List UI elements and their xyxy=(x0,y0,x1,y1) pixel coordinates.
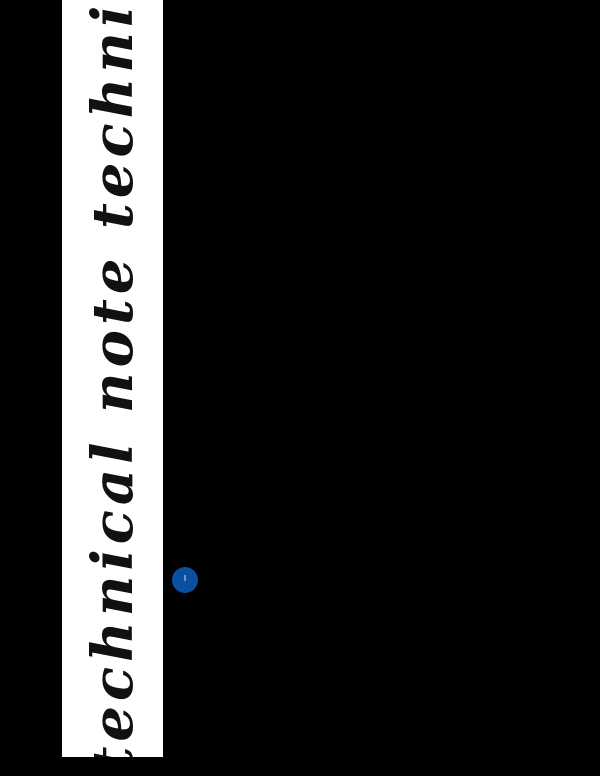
dot-mark xyxy=(184,575,186,581)
technical-note-strip: e technical note technical note technica… xyxy=(62,0,163,757)
strip-label: e technical note technical note technica… xyxy=(80,0,146,757)
blue-dot-icon xyxy=(172,567,198,593)
